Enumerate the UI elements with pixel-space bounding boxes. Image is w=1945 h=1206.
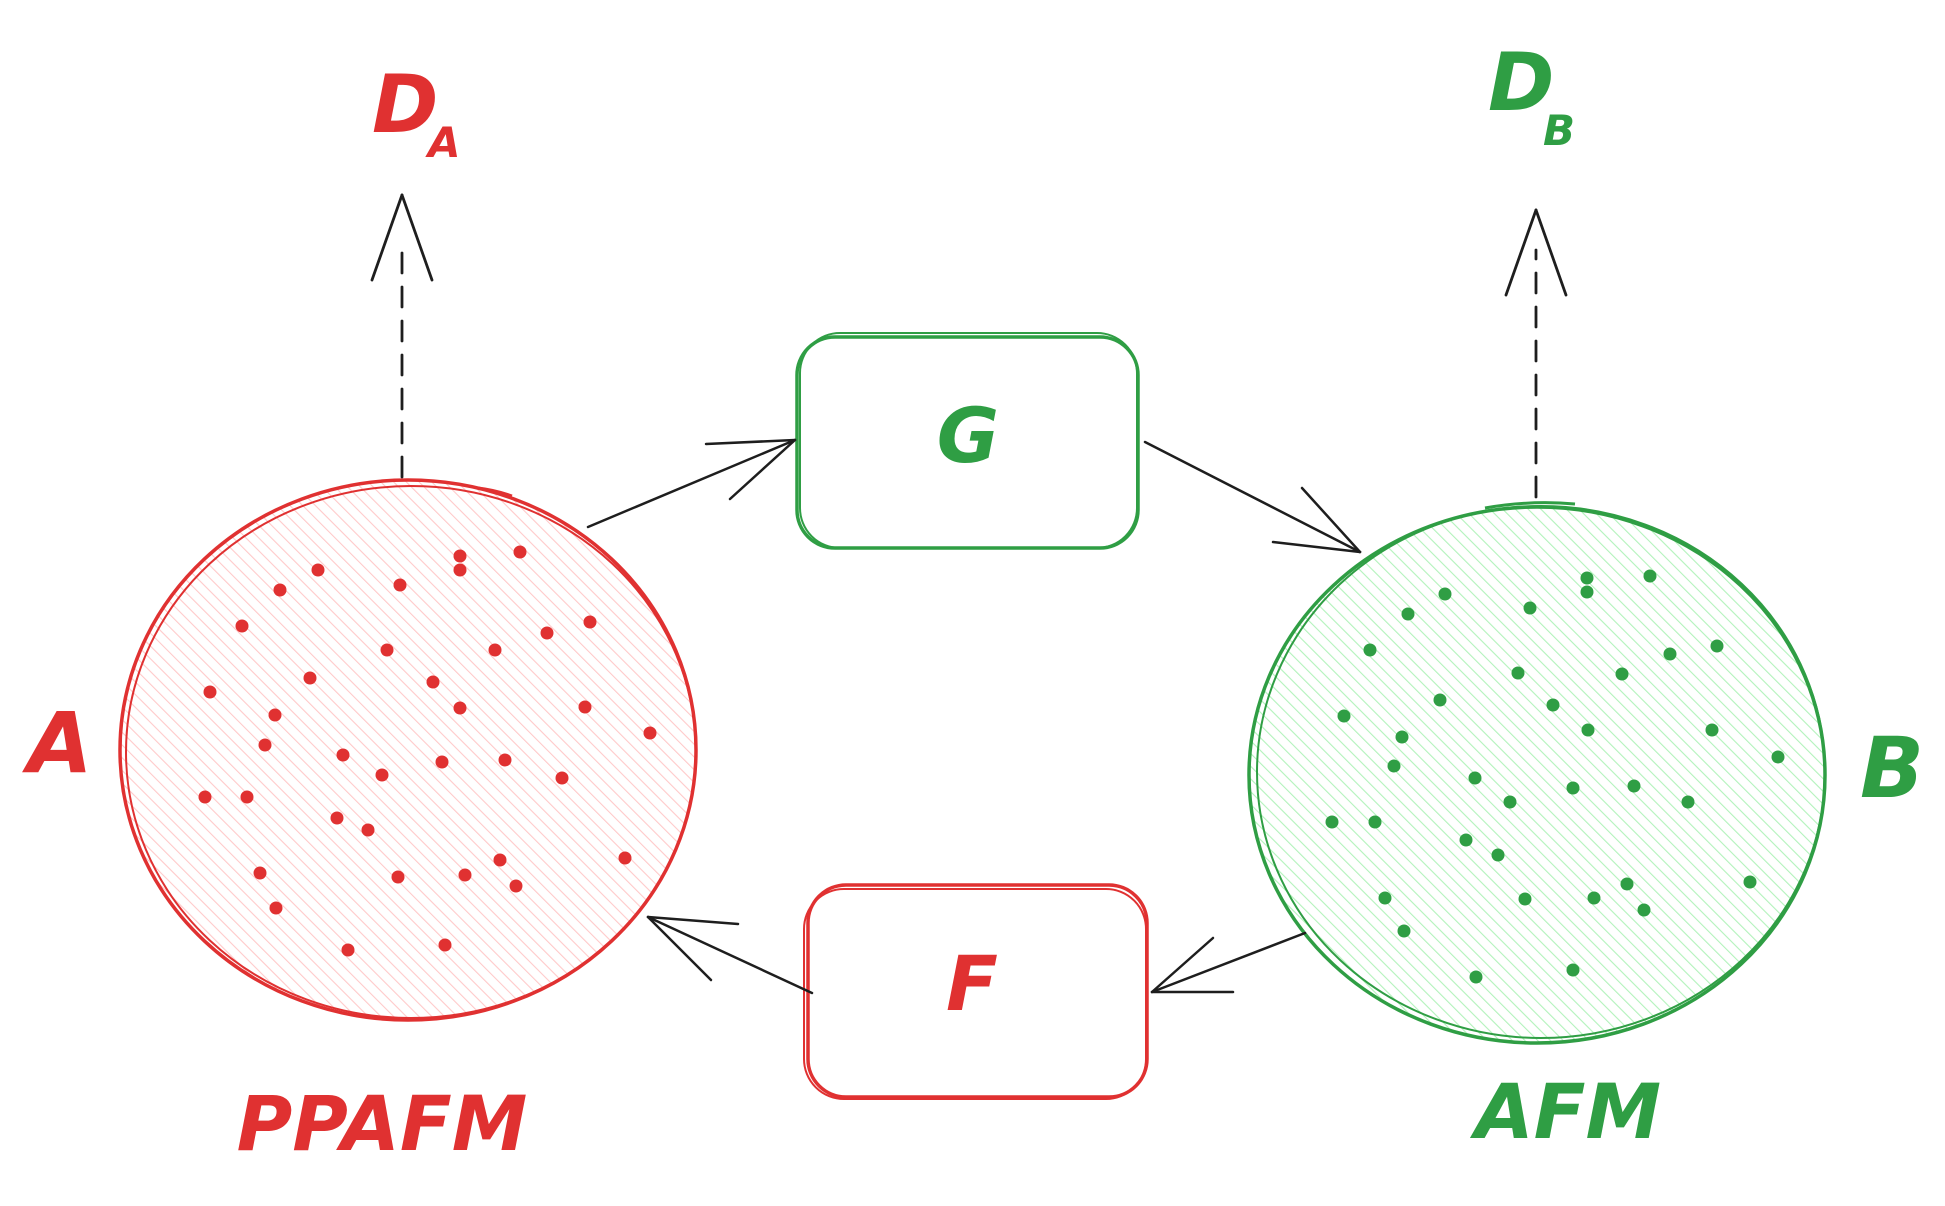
discriminator-b-subscript: B bbox=[1543, 106, 1575, 155]
sample-dot bbox=[1433, 693, 1447, 707]
sample-dot bbox=[375, 768, 389, 782]
domain-a-label: A bbox=[21, 694, 92, 792]
sample-dot bbox=[1627, 779, 1641, 793]
sample-dot bbox=[1580, 571, 1594, 585]
sample-dot bbox=[1337, 709, 1351, 723]
sample-dot bbox=[393, 578, 407, 592]
sample-dot bbox=[203, 685, 217, 699]
sample-dot bbox=[493, 853, 507, 867]
sample-dot bbox=[311, 563, 325, 577]
generator-g-box bbox=[795, 332, 1140, 550]
sample-dot bbox=[1615, 667, 1629, 681]
sample-dot bbox=[1546, 698, 1560, 712]
sample-dot bbox=[269, 901, 283, 915]
sample-dot bbox=[1637, 903, 1651, 917]
sample-dot bbox=[435, 755, 449, 769]
sample-dot bbox=[303, 671, 317, 685]
sample-dot bbox=[1468, 771, 1482, 785]
sample-dot bbox=[1395, 730, 1409, 744]
sample-dot bbox=[1580, 585, 1594, 599]
sample-dot bbox=[488, 643, 502, 657]
sample-dot bbox=[240, 790, 254, 804]
sample-dot bbox=[1743, 875, 1757, 889]
sample-dot bbox=[618, 851, 632, 865]
sample-dot bbox=[336, 748, 350, 762]
sample-dot bbox=[273, 583, 287, 597]
sample-dot bbox=[1511, 666, 1525, 680]
discriminator-a-main: D bbox=[372, 58, 438, 151]
sample-dot bbox=[1566, 963, 1580, 977]
discriminator-a-label: D A bbox=[372, 58, 461, 167]
discriminator-b-label: D B bbox=[1488, 36, 1575, 155]
sample-dot bbox=[1363, 643, 1377, 657]
sample-dot bbox=[453, 549, 467, 563]
sample-dot bbox=[438, 938, 452, 952]
domain-a-caption: PPAFM bbox=[237, 1079, 528, 1168]
sample-dot bbox=[1459, 833, 1473, 847]
sample-dot bbox=[555, 771, 569, 785]
sample-dot bbox=[1438, 587, 1452, 601]
sample-dot bbox=[426, 675, 440, 689]
sample-dot bbox=[1643, 569, 1657, 583]
sample-dot bbox=[453, 701, 467, 715]
sample-dot bbox=[1587, 891, 1601, 905]
domain-b-label: B bbox=[1860, 719, 1924, 817]
sample-dot bbox=[1771, 750, 1785, 764]
sample-dot bbox=[198, 790, 212, 804]
sample-dot bbox=[1710, 639, 1724, 653]
sample-dot bbox=[458, 868, 472, 882]
arrow-a-to-discriminator bbox=[370, 193, 434, 479]
domain-b-samples bbox=[1325, 569, 1785, 984]
sample-dot bbox=[380, 643, 394, 657]
sample-dot bbox=[1387, 759, 1401, 773]
domain-a-circle bbox=[118, 478, 698, 1022]
arrow-b-to-discriminator bbox=[1504, 208, 1568, 499]
arrow-g-to-b bbox=[1143, 440, 1362, 554]
sample-dot bbox=[341, 943, 355, 957]
generator-f-label: F bbox=[946, 939, 998, 1028]
sample-dot bbox=[643, 726, 657, 740]
sample-dot bbox=[1368, 815, 1382, 829]
sample-dot bbox=[453, 563, 467, 577]
sample-dot bbox=[513, 545, 527, 559]
sample-dot bbox=[509, 879, 523, 893]
sample-dot bbox=[1620, 877, 1634, 891]
domain-b-caption: AFM bbox=[1470, 1067, 1661, 1156]
sample-dot bbox=[1705, 723, 1719, 737]
generator-g-label: G bbox=[937, 391, 999, 480]
sample-dot bbox=[268, 708, 282, 722]
sample-dot bbox=[1378, 891, 1392, 905]
sample-dot bbox=[1325, 815, 1339, 829]
sample-dot bbox=[578, 700, 592, 714]
sample-dot bbox=[1491, 848, 1505, 862]
sample-dot bbox=[1401, 607, 1415, 621]
sample-dot bbox=[391, 870, 405, 884]
sample-dot bbox=[540, 626, 554, 640]
domain-a-samples bbox=[198, 545, 657, 957]
sample-dot bbox=[235, 619, 249, 633]
sample-dot bbox=[498, 753, 512, 767]
sample-dot bbox=[1523, 601, 1537, 615]
sample-dot bbox=[1518, 892, 1532, 906]
sample-dot bbox=[1681, 795, 1695, 809]
discriminator-b-main: D bbox=[1488, 36, 1554, 129]
arrow-b-to-f bbox=[1150, 931, 1307, 994]
sample-dot bbox=[330, 811, 344, 825]
sample-dot bbox=[1503, 795, 1517, 809]
sample-dot bbox=[1566, 781, 1580, 795]
sample-dot bbox=[1663, 647, 1677, 661]
arrow-a-to-g bbox=[586, 438, 797, 529]
sample-dot bbox=[361, 823, 375, 837]
sample-dot bbox=[583, 615, 597, 629]
sample-dot bbox=[1397, 924, 1411, 938]
sample-dot bbox=[253, 866, 267, 880]
domain-b-circle bbox=[1247, 501, 1827, 1045]
sample-dot bbox=[258, 738, 272, 752]
sample-dot bbox=[1469, 970, 1483, 984]
arrow-f-to-a bbox=[646, 915, 814, 995]
sample-dot bbox=[1581, 723, 1595, 737]
discriminator-a-subscript: A bbox=[425, 118, 461, 167]
